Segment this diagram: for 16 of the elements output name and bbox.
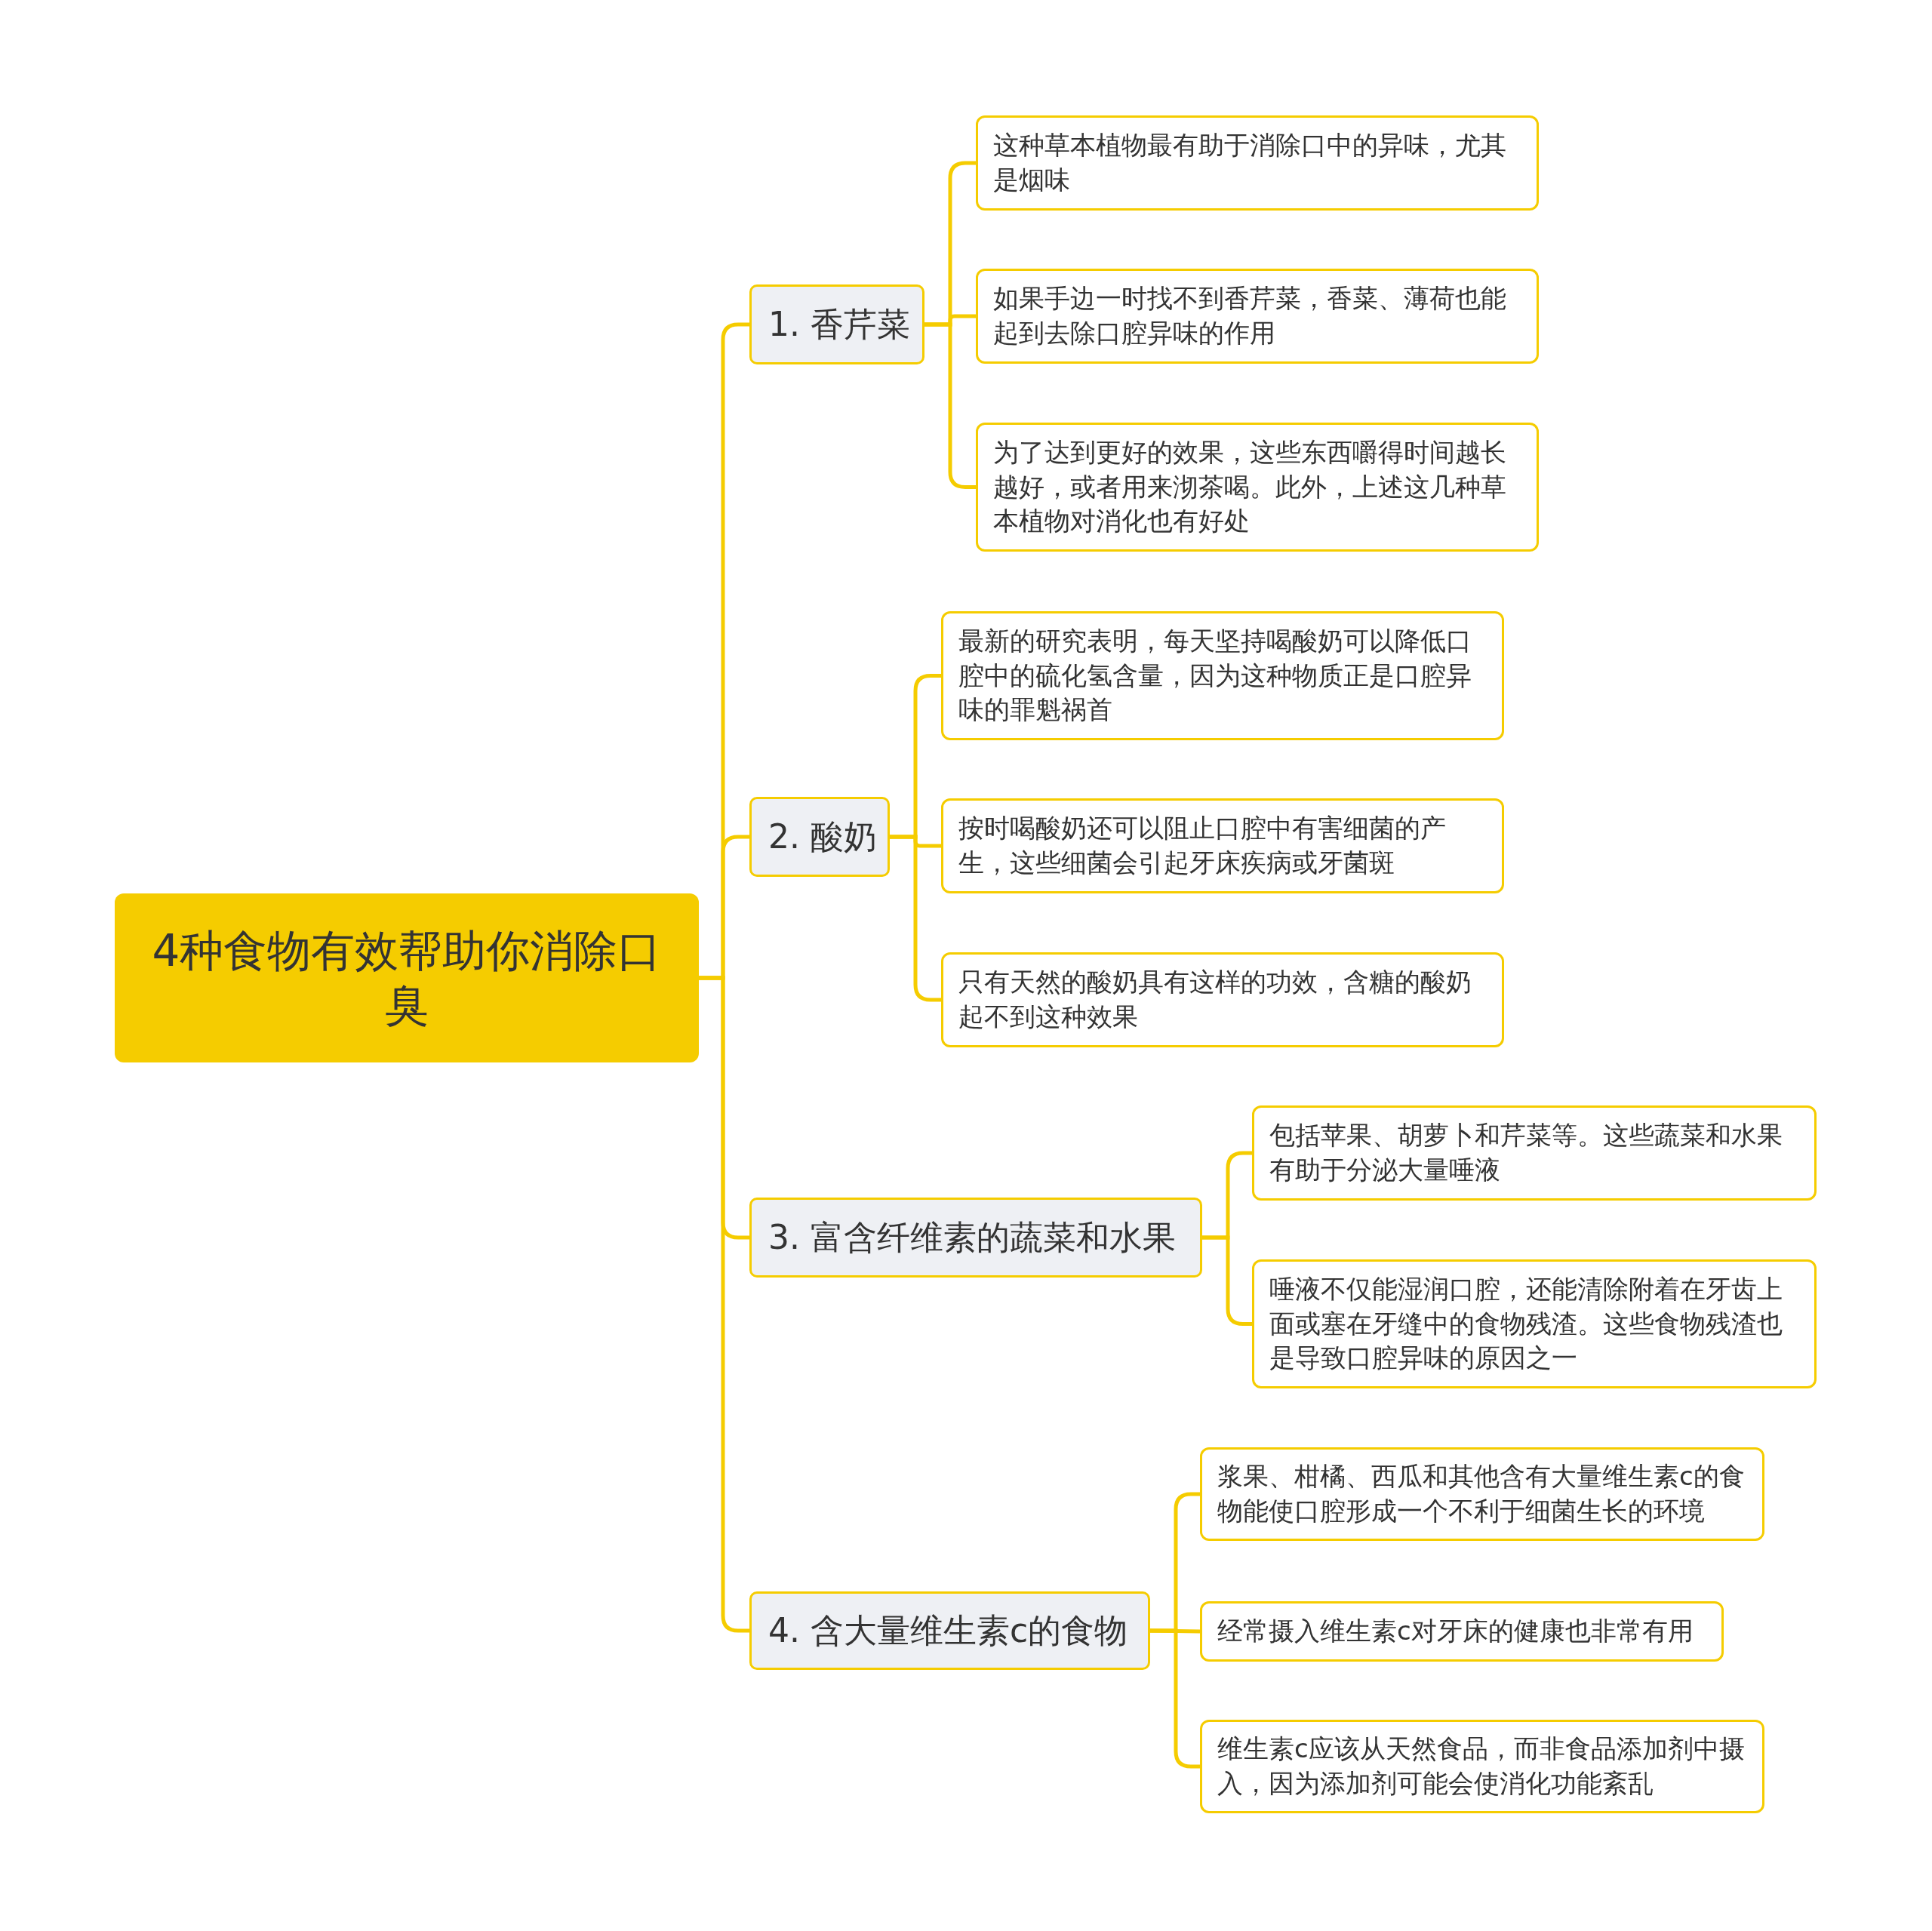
subtopic-box: 如果手边一时找不到香芹菜，香菜、薄荷也能起到去除口腔异味的作用: [976, 269, 1539, 364]
subtopic-box: 这种草本植物最有助于消除口中的异味，尤其是烟味: [976, 115, 1539, 211]
subtopic-box: 经常摄入维生素c对牙床的健康也非常有用: [1200, 1601, 1724, 1662]
subtopic-box: 为了达到更好的效果，这些东西嚼得时间越长越好，或者用来沏茶喝。此外，上述这几种草本植物对消化也有好处: [976, 423, 1539, 552]
subtopic-box: 维生素c应该从天然食品，而非食品添加剂中摄入，因为添加剂可能会使消化功能紊乱: [1200, 1720, 1764, 1813]
subtopic-box: 最新的研究表明，每天坚持喝酸奶可以降低口腔中的硫化氢含量，因为这种物质正是口腔异味的罪魁祸首: [941, 611, 1504, 740]
subtopic-box: 只有天然的酸奶具有这样的功效，含糖的酸奶起不到这种效果: [941, 952, 1504, 1047]
root-topic-box: 4种食物有效帮助你消除口臭: [115, 893, 699, 1062]
topic-box: 3. 富含纤维素的蔬菜和水果: [749, 1198, 1202, 1278]
topic-box: 2. 酸奶: [749, 797, 890, 877]
subtopic-box: 按时喝酸奶还可以阻止口腔中有害细菌的产生，这些细菌会引起牙床疾病或牙菌斑: [941, 798, 1504, 893]
topic-box: 1. 香芹菜: [749, 284, 924, 364]
subtopic-box: 浆果、柑橘、西瓜和其他含有大量维生素c的食物能使口腔形成一个不利于细菌生长的环境: [1200, 1447, 1764, 1541]
subtopic-box: 唾液不仅能湿润口腔，还能清除附着在牙齿上面或塞在牙缝中的食物残渣。这些食物残渣也是导致口腔异味的原因之一: [1252, 1259, 1817, 1388]
topic-box: 4. 含大量维生素c的食物: [749, 1591, 1150, 1670]
subtopic-box: 包括苹果、胡萝卜和芹菜等。这些蔬菜和水果有助于分泌大量唾液: [1252, 1105, 1817, 1201]
